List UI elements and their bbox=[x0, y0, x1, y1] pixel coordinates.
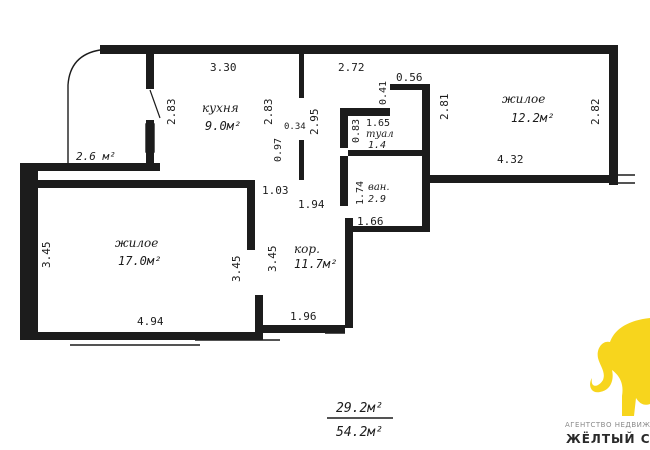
wall-right-bottom bbox=[425, 175, 618, 183]
wall-stub bbox=[390, 84, 428, 90]
dim-0-56: 0.56 bbox=[396, 71, 423, 84]
dim-1-94: 1.94 bbox=[298, 198, 325, 211]
dim-4-94: 4.94 bbox=[137, 315, 164, 328]
balcony-door bbox=[145, 123, 155, 153]
dim-1-74: 1.74 bbox=[355, 181, 366, 205]
dim-1-65: 1.65 bbox=[366, 118, 390, 129]
walls bbox=[20, 45, 618, 340]
wall-kitchen-right-low bbox=[299, 140, 304, 180]
dim-2-95: 2.95 bbox=[308, 109, 321, 136]
wall-living-right bbox=[247, 180, 255, 250]
dim-1-66: 1.66 bbox=[357, 215, 384, 228]
wall-kitchen-left bbox=[146, 54, 154, 89]
wall-corridor-right bbox=[345, 218, 353, 328]
wall-bath-left bbox=[340, 156, 348, 206]
dim-3-45-a: 3.45 bbox=[40, 242, 53, 269]
wall-bottom-left bbox=[20, 332, 260, 340]
kitchen-area: 9.0м² bbox=[205, 119, 241, 133]
wall-top bbox=[100, 45, 618, 54]
area-totals: 29.2м² 54.2м² bbox=[327, 401, 393, 440]
dim-2-81: 2.81 bbox=[438, 94, 451, 121]
balcony-area: 2.6 м² bbox=[76, 150, 116, 163]
corridor-area: 11.7м² bbox=[294, 257, 337, 271]
dim-3-30: 3.30 bbox=[210, 61, 237, 74]
toilet-name: туал bbox=[366, 129, 394, 140]
wall-kitchen-left-low bbox=[146, 120, 154, 168]
total-area: 54.2м² bbox=[336, 425, 383, 440]
bath-area: 2.9 bbox=[368, 194, 386, 205]
toilet-area: 1.4 bbox=[368, 140, 386, 151]
dim-2-83-b: 2.83 bbox=[262, 99, 275, 126]
wall-wc-divider bbox=[348, 150, 428, 156]
elephant-icon bbox=[590, 318, 650, 416]
living-large-name: жилое bbox=[115, 236, 158, 250]
dim-3-45-b: 3.45 bbox=[230, 256, 243, 283]
wall-right bbox=[609, 45, 618, 185]
wall-living-right-low bbox=[255, 295, 263, 340]
dim-0-83: 0.83 bbox=[351, 119, 362, 143]
wall-bath-bottom bbox=[353, 226, 428, 232]
balcony-outline bbox=[67, 49, 101, 165]
dimension-labels: 3.30 2.72 0.56 1.65 4.32 0.34 1.03 1.94 … bbox=[40, 61, 602, 328]
living-small-name: жилое bbox=[502, 92, 545, 106]
dim-2-83-a: 2.83 bbox=[165, 99, 178, 126]
dim-1-03: 1.03 bbox=[262, 184, 289, 197]
wall-wc-right bbox=[422, 84, 430, 232]
dim-0-41: 0.41 bbox=[378, 81, 389, 105]
corridor-name: кор. bbox=[294, 242, 320, 256]
logo-name: ЖЁЛТЫЙ С bbox=[566, 431, 650, 446]
dim-4-32: 4.32 bbox=[497, 153, 524, 166]
fixtures bbox=[26, 49, 635, 346]
dim-2-72: 2.72 bbox=[338, 61, 365, 74]
wall-left bbox=[20, 163, 38, 340]
dim-2-82: 2.82 bbox=[589, 99, 602, 126]
wall-wc-left bbox=[340, 108, 348, 148]
total-living-area: 29.2м² bbox=[336, 401, 383, 416]
wall-wc-top bbox=[340, 108, 390, 116]
wall-kitchen-right bbox=[299, 54, 304, 98]
living-small-area: 12.2м² bbox=[511, 111, 554, 125]
dim-1-96: 1.96 bbox=[290, 310, 317, 323]
wall-kitchen-bottom bbox=[20, 180, 255, 188]
wall-balcony-bottom bbox=[20, 163, 160, 171]
logo-tagline: АГЕНТСТВО НЕДВИЖ bbox=[565, 421, 650, 429]
bath-name: ван. bbox=[368, 182, 390, 193]
kitchen-name: кухня bbox=[202, 101, 239, 115]
dim-0-34: 0.34 bbox=[284, 122, 306, 132]
dim-3-45-c: 3.45 bbox=[266, 246, 279, 273]
agency-logo: АГЕНТСТВО НЕДВИЖ ЖЁЛТЫЙ С bbox=[565, 318, 650, 446]
kitchen-door bbox=[149, 89, 161, 119]
living-large-area: 17.0м² bbox=[118, 254, 161, 268]
dim-0-97: 0.97 bbox=[273, 138, 284, 162]
wall-bottom-mid bbox=[255, 325, 345, 333]
room-labels: кухня 9.0м² жилое 17.0м² жилое 12.2м² ко… bbox=[76, 92, 554, 271]
